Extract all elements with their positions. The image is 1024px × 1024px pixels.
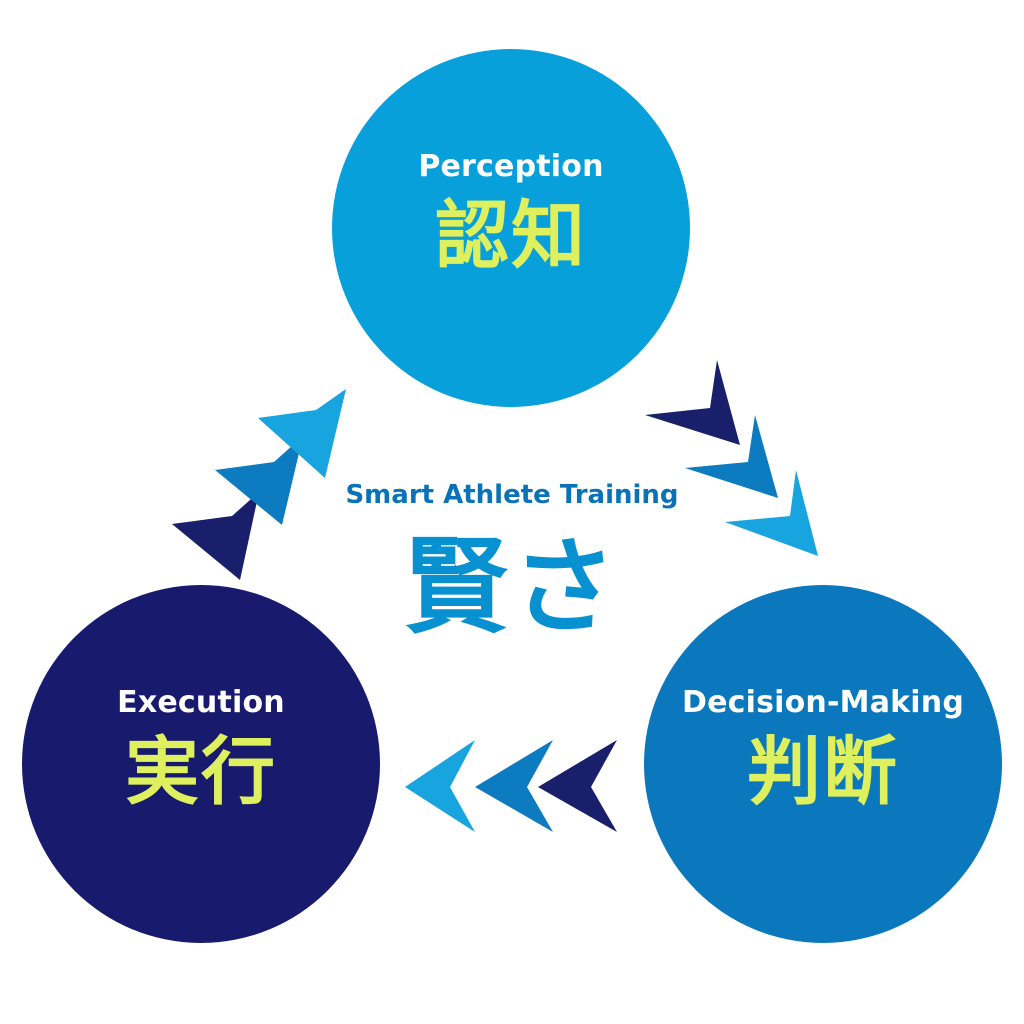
execution-label-jp: 実行 <box>125 729 277 815</box>
arrow-chevron-perception-to-decision-2 <box>685 415 778 498</box>
perception-node: Perception 認知 <box>332 49 690 407</box>
arrow-chevron-decision-to-execution-2 <box>475 740 553 832</box>
perception-label-jp: 認知 <box>435 193 587 279</box>
arrow-chevron-perception-to-decision-3 <box>725 470 818 556</box>
decision-label-jp: 判断 <box>747 729 899 815</box>
arrow-chevron-decision-to-execution-3 <box>538 740 617 832</box>
arrow-chevron-perception-to-decision-1 <box>645 360 740 445</box>
decision-node: Decision-Making 判断 <box>644 585 1002 943</box>
center-title: 賢さ <box>403 526 620 648</box>
center-subtitle: Smart Athlete Training <box>345 480 679 510</box>
decision-label-en: Decision-Making <box>681 685 965 720</box>
arrow-chevron-execution-to-perception-1 <box>172 492 259 580</box>
arrow-chevron-execution-to-perception-3 <box>258 389 346 478</box>
arrow-chevron-execution-to-perception-2 <box>215 436 303 525</box>
perception-label-en: Perception <box>418 149 604 184</box>
arrow-chevron-decision-to-execution-1 <box>405 740 475 832</box>
execution-node: Execution 実行 <box>22 585 380 943</box>
execution-label-en: Execution <box>117 685 285 720</box>
